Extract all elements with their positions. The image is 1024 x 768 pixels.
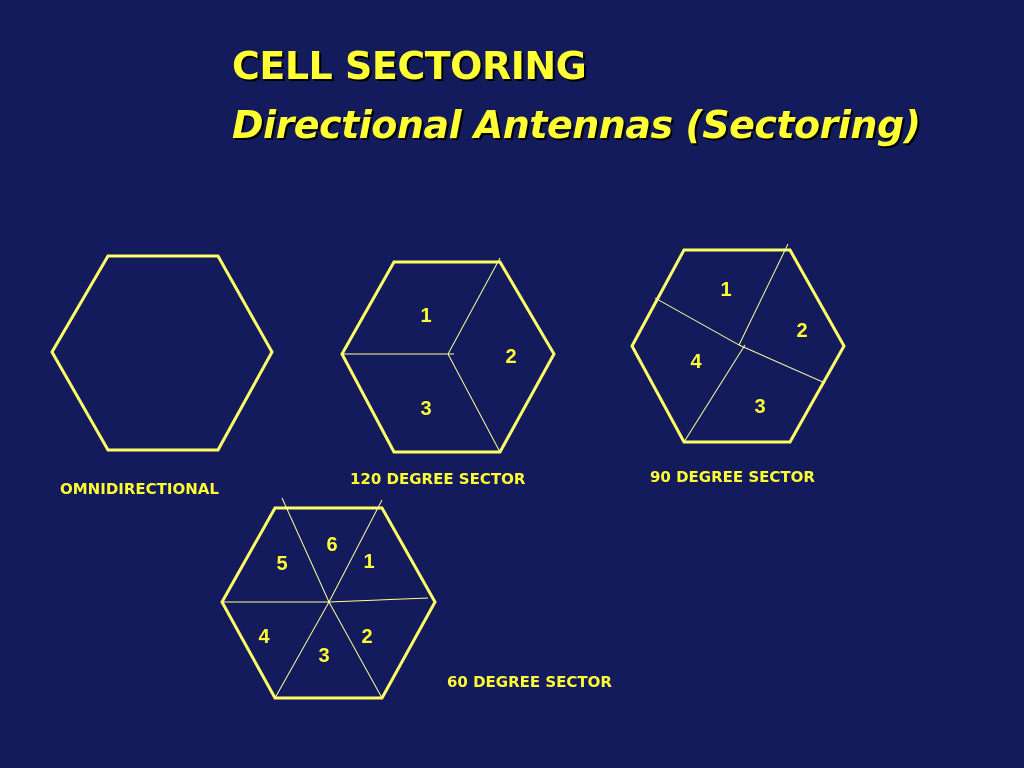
sector-120-divider-2	[447, 257, 501, 355]
sector-60-divider-5	[274, 601, 330, 699]
omni-hexagon	[50, 254, 274, 452]
sector-60-label-2: 2	[361, 626, 372, 648]
sector-60-divider-4	[328, 499, 383, 603]
sector-120-label-1: 1	[420, 305, 431, 327]
sector-60-caption: 60 DEGREE SECTOR	[447, 673, 612, 691]
omnidirectional-cell	[50, 254, 274, 452]
sector-90-label-4: 4	[690, 351, 702, 373]
sector-90-label-1: 1	[720, 279, 731, 301]
sector-60-label-5: 5	[276, 553, 287, 575]
page-title: CELL SECTORING	[232, 44, 587, 88]
sector-60-label-6: 6	[326, 534, 337, 556]
page-subtitle: Directional Antennas (Sectoring)	[232, 103, 921, 147]
sector-60-label-1: 1	[363, 551, 374, 573]
sector-90-divider-4	[654, 297, 740, 346]
sector-90-label-2: 2	[796, 320, 807, 342]
sector-120-label-2: 2	[505, 346, 516, 368]
sector-90-divider-3	[683, 344, 746, 443]
sector-90-label-3: 3	[754, 396, 765, 418]
sector-60-cell: 1 2 3 4 5 6	[220, 497, 437, 700]
sector-60-label-4: 4	[258, 626, 270, 648]
sector-60-label-3: 3	[318, 645, 329, 667]
sector-90-hexagon	[630, 248, 846, 444]
sector-90-divider-1	[738, 243, 789, 346]
sector-90-divider-2	[738, 344, 826, 384]
sector-90-cell: 1 2 3 4	[630, 243, 846, 444]
sector-120-label-3: 3	[420, 398, 431, 420]
sector-90-caption: 90 DEGREE SECTOR	[650, 468, 815, 486]
sector-60-divider-2	[328, 597, 429, 603]
sector-120-hexagon	[340, 260, 556, 454]
sector-120-caption: 120 DEGREE SECTOR	[350, 470, 526, 488]
sector-60-divider-6	[328, 601, 383, 699]
sector-120-divider-3	[447, 353, 501, 453]
sector-120-cell: 1 2 3	[340, 257, 556, 454]
sector-60-divider-3	[281, 497, 330, 603]
omnidirectional-caption: OMNIDIRECTIONAL	[60, 480, 219, 498]
